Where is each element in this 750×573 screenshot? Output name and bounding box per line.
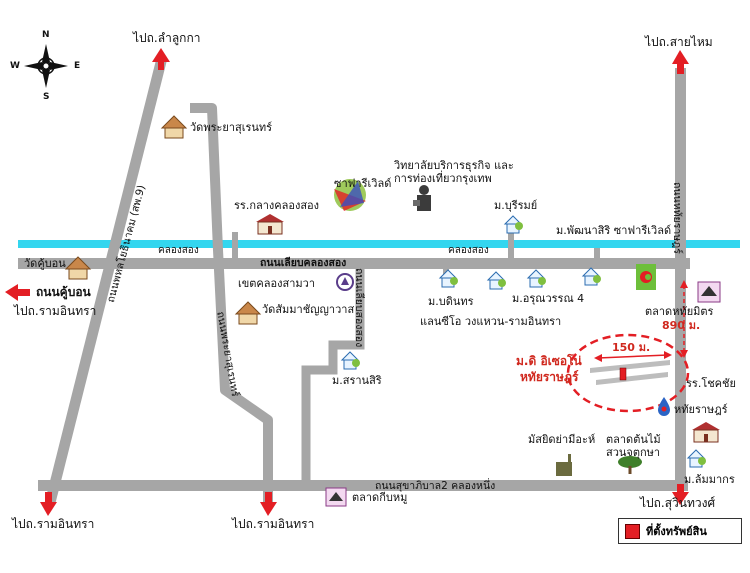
canal-line	[18, 240, 740, 248]
arrow-top-right	[672, 50, 689, 74]
compass-e: E	[74, 61, 81, 71]
ptt-icon	[658, 397, 670, 416]
project-highlight-circle	[566, 333, 690, 413]
south-road-label: ถนนสุขาภิบาล2 คลองหนึ่ง	[375, 480, 496, 492]
canal-label: คลองสอง	[158, 245, 199, 256]
label-mu-arun: ม.อรุณวรรณ 4	[512, 292, 585, 305]
label-university: วิทยาลัยบริการธุรกิจ และการท่องเที่ยวกรุ…	[394, 159, 514, 185]
label-mosque: มัสยิดย่ามีอะห์	[528, 433, 596, 446]
arrow-bottom-center	[260, 492, 277, 516]
dest-top-left: ไปถ.ลำลูกกา	[133, 31, 201, 45]
label-wat-phraya: วัดพระยาสุเรนทร์	[190, 121, 273, 134]
label-mu-saran: ม.สรานสิริ	[332, 374, 382, 387]
label-khet-klong: เขตคลองสามวา	[238, 277, 315, 290]
dest-left: ไปถ.รามอินทรา	[14, 304, 97, 318]
market-icon-kob	[325, 487, 347, 507]
dest-bottom-right: ไปถ.สุวินทวงศ์	[640, 496, 716, 510]
compass-rose	[24, 44, 68, 88]
middle-road	[190, 103, 273, 502]
south-road	[38, 480, 688, 491]
label-distance-150: 150 ม.	[612, 341, 651, 354]
dest-top-right: ไปถ.สายไหม	[645, 35, 713, 49]
label-mu-pattana: ม.พัฒนาสิริ ซาฟารีเวิลด์	[556, 224, 672, 237]
label-school-chokchai-2: หทัยราษฎร์	[674, 403, 728, 416]
legend-label: ที่ตั้งทรัพย์สิน	[646, 525, 707, 538]
compass-s: S	[43, 92, 50, 102]
main-road-label: ถนนเลียบคลองสอง	[260, 257, 347, 269]
dest-left-road: ถนนคู้บอน	[36, 285, 91, 299]
district-office-icon	[336, 273, 354, 291]
compass-w: W	[10, 61, 20, 71]
right-road	[675, 68, 686, 488]
project-lanes	[590, 360, 670, 385]
temple-icon-sammachanya	[234, 301, 262, 325]
label-talat-kob: ตลาดกีบหมู	[352, 491, 408, 504]
arrow-bottom-left	[40, 492, 57, 516]
label-project-road: หทัยราษฎร์	[520, 370, 579, 384]
label-talat-hathai: ตลาดหทัยมิตร	[645, 305, 714, 318]
soi-road	[301, 262, 365, 487]
gas-station-icon	[636, 264, 656, 290]
school-icon-klong	[256, 214, 284, 235]
label-school-chokchai: รร.โชคชัย	[686, 377, 736, 390]
temple-icon-khubon	[64, 256, 92, 280]
label-talat-tonmai-2: สวนจตุกษา	[606, 446, 661, 459]
label-distance-890: 890 ม.	[662, 319, 701, 332]
mosque-icon	[556, 454, 572, 476]
arrow-top-left	[152, 48, 170, 70]
university-icon	[413, 185, 431, 211]
label-project-name: ม.ดิ อิเซอโน่	[516, 354, 582, 368]
label-safari-world: ซาฟารีเวิลด์	[334, 177, 392, 190]
label-mu-burirom: ม.บุรีรมย์	[494, 199, 538, 212]
label-school-klong: รร.กลางคลองสอง	[234, 199, 320, 212]
safari-world-icon	[334, 179, 366, 211]
label-mu-lanmakorn: ม.ล้มมากร	[684, 473, 735, 486]
left-diagonal-road	[44, 60, 167, 505]
temple-icon-phraya	[160, 115, 188, 139]
dest-bottom-left: ไปถ.รามอินทรา	[12, 517, 95, 531]
property-marker-swatch	[625, 523, 640, 539]
compass-n: N	[42, 30, 50, 40]
arrow-bottom-right	[672, 484, 689, 505]
dest-bottom-center: ไปถ.รามอินทรา	[232, 517, 315, 531]
label-wat-sammachanya: วัดสัมมาชัญญาวาส	[262, 303, 355, 316]
main-road	[18, 258, 690, 269]
market-icon-hathai	[697, 281, 721, 303]
label-talat-tonmai: ตลาดต้นไม้	[606, 433, 661, 446]
tree-icon	[618, 456, 642, 474]
label-mu-boritorn: ม.บดินทร	[428, 295, 474, 308]
arrow-left	[5, 284, 30, 301]
label-landsiaow: แลนซีโอ วงแหวน-รามอินทรา	[420, 315, 562, 328]
school-icon-chokchai	[692, 422, 720, 443]
canal-label-2: คลองสอง	[448, 245, 489, 256]
right-road-label: ถนนหทัยราษฎร์	[671, 182, 683, 254]
map-legend: ที่ตั้งทรัพย์สิน	[618, 518, 742, 544]
label-wat-khubon: วัดคู้บอน	[24, 257, 66, 270]
